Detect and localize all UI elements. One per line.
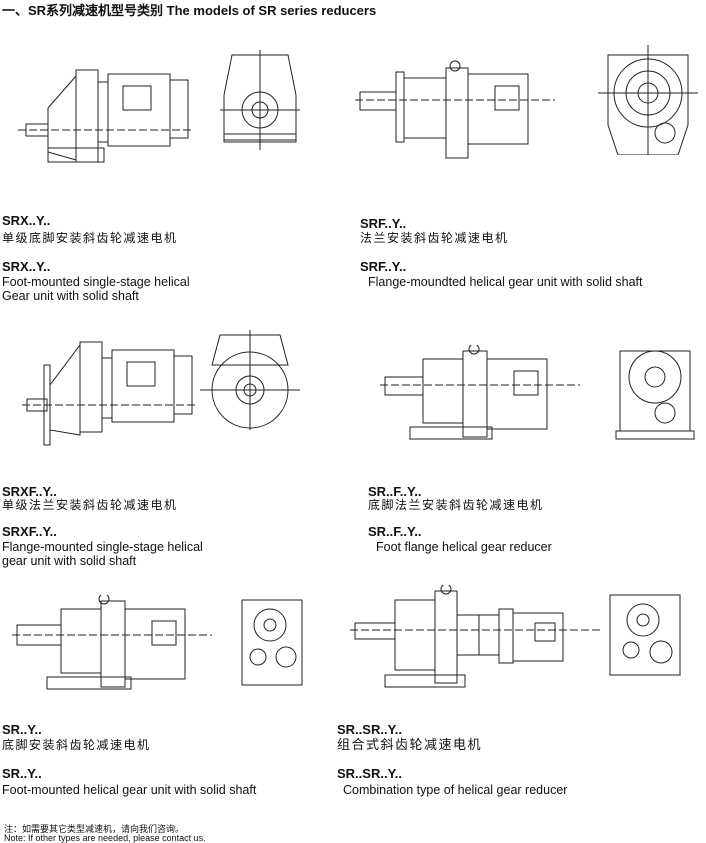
model-name-cn: 单级法兰安装斜齿轮减速电机 [2,498,178,512]
sr-end-drawing [241,599,303,686]
note-cn: 注：如需要其它类型减速机，请向我们咨询。 [4,824,185,834]
model-name-cn: 底脚安装斜齿轮减速电机 [2,738,151,752]
model-code: SRXF..Y.. [2,524,57,539]
model-code: SR..F..Y.. [368,484,422,499]
model-name-cn: 组合式斜齿轮减速电机 [337,738,483,753]
srx-end-drawing [220,50,300,150]
model-code: SR..SR..Y.. [337,766,403,781]
srf-side-drawing [355,60,555,159]
srf-end-drawing [598,45,698,155]
model-desc: Flange-moundted helical gear unit with s… [368,275,643,289]
sr-sr-end-drawing [609,594,681,676]
srf-foot-end-drawing [615,350,695,440]
model-name-cn: 法兰安装斜齿轮减速电机 [360,231,509,245]
note-en: Note: If other types are needed, please … [4,833,206,843]
model-name-cn: 单级底脚安装斜齿轮减速电机 [2,231,178,245]
model-code: SR..Y.. [2,722,42,737]
model-code: SRF..Y.. [360,216,407,231]
model-desc: Foot flange helical gear reducer [376,540,552,554]
sr-side-drawing [12,595,212,690]
sr-sr-side-drawing [350,585,600,688]
model-code: SRX..Y.. [2,259,51,274]
model-desc: Foot-mounted single-stage helical [2,275,190,289]
model-code: SR..SR..Y.. [337,722,403,737]
model-desc: gear unit with solid shaft [2,554,137,568]
model-code: SR..Y.. [2,766,42,781]
model-desc: Combination type of helical gear reducer [343,783,568,797]
model-code: SR..F..Y.. [368,524,422,539]
model-desc: Gear unit with solid shaft [2,289,139,303]
model-name-cn: 底脚法兰安装斜齿轮减速电机 [368,498,544,512]
model-code: SRX..Y.. [2,213,51,228]
model-desc: Foot-mounted helical gear unit with soli… [2,783,257,797]
srf-foot-side-drawing [380,345,580,440]
srxf-end-drawing [200,330,300,430]
srxf-side-drawing [22,341,197,446]
model-code: SRXF..Y.. [2,484,57,499]
srx-side-drawing [18,69,193,163]
model-desc: Flange-mounted single-stage helical [2,540,203,554]
page-title: 一、SR系列减速机型号类别 The models of SR series re… [2,3,377,18]
model-code: SRF..Y.. [360,259,407,274]
